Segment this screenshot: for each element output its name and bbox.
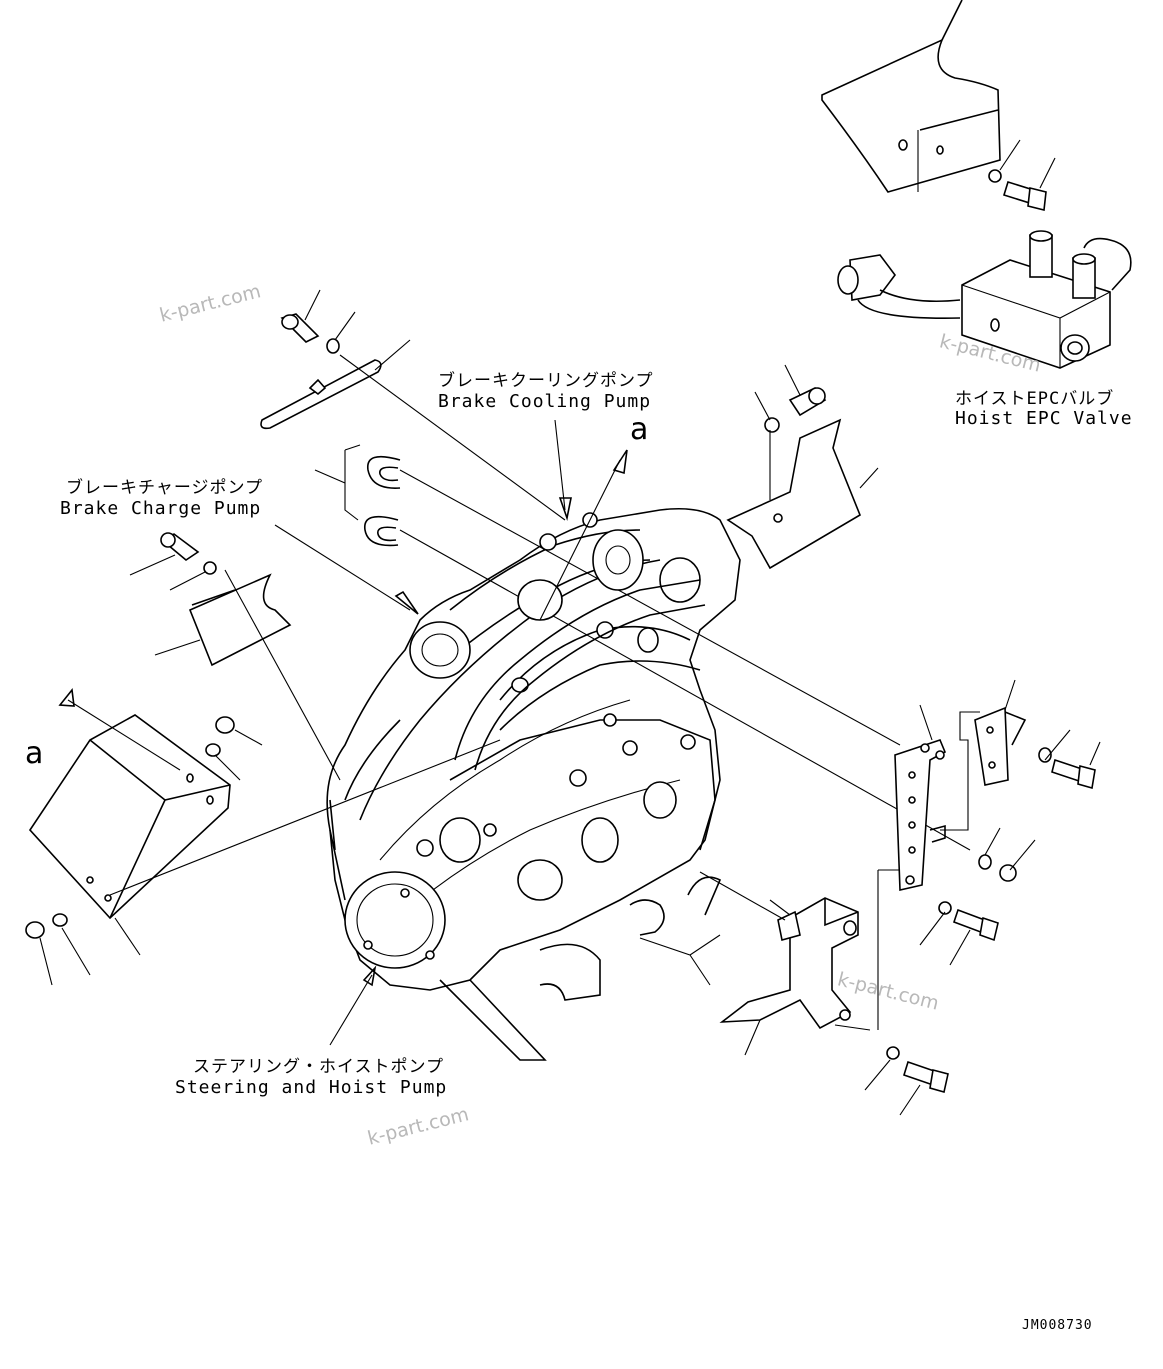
brake-charge-pump-label-jp: ブレーキチャージポンプ — [66, 478, 263, 498]
epc-cover-bolt — [988, 139, 1056, 211]
leader-arrows — [274, 419, 628, 1046]
steering-hoist-pump-label-jp: ステアリング・ホイストポンプ — [193, 1057, 444, 1077]
brake-cooling-pump-label-en: Brake Cooling Pump — [438, 391, 652, 412]
brake-charge-pump-label-en: Brake Charge Pump — [60, 498, 262, 519]
view-mark-top: a — [630, 412, 649, 447]
hoist-epc-valve-label-jp: ホイストEPCバルブ — [955, 389, 1115, 409]
pump-assembly — [326, 507, 741, 1061]
epc-valve-cover — [821, 0, 1001, 193]
brake-cooling-pump-label-jp: ブレーキクーリングポンプ — [438, 371, 654, 391]
upper-bracket-plate — [260, 289, 566, 521]
charge-pump-plate — [129, 532, 341, 781]
left-large-cover — [25, 688, 501, 986]
upper-right-bracket — [726, 364, 879, 570]
steering-hoist-pump-label-en: Steering and Hoist Pump — [175, 1077, 448, 1098]
drawing-code: JM008730 — [1022, 1318, 1093, 1333]
view-mark-left: a — [25, 736, 44, 771]
hoist-epc-valve-label-en: Hoist EPC Valve — [955, 408, 1133, 429]
lower-right-bracket — [699, 871, 949, 1116]
hoist-epc-valve — [837, 230, 1132, 369]
right-bracket-assembly — [877, 679, 1101, 1030]
pipe-clamps — [629, 876, 722, 986]
u-bolts — [314, 444, 971, 851]
